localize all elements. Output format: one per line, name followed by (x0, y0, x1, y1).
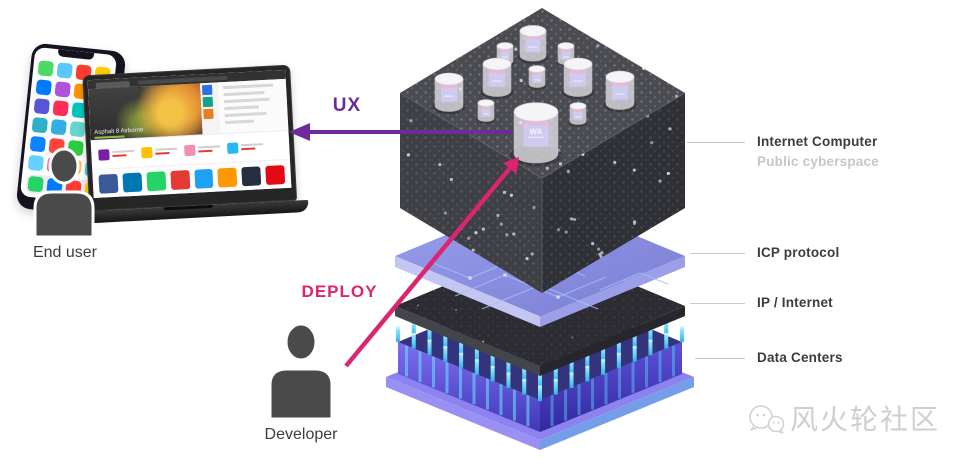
ux-arrow (289, 123, 512, 141)
end-user-label: End user (32, 244, 98, 261)
connector-data-centers (695, 358, 745, 359)
layer-label-internet-computer: Internet Computer (757, 134, 878, 149)
canister (432, 72, 466, 115)
layer-label-ip-internet: IP / Internet (757, 295, 833, 310)
canister-group: WA (432, 25, 637, 167)
canister (480, 57, 514, 100)
canister (476, 99, 496, 124)
end-user-silhouette (33, 147, 95, 239)
canister (561, 57, 595, 100)
canister (568, 102, 588, 127)
layer-sublabel-public-cyberspace: Public cyberspace (757, 154, 879, 169)
canister (603, 70, 637, 113)
watermark-text: 风火轮社区 (790, 404, 941, 435)
connector-internet-computer (687, 142, 745, 143)
connector-ip-internet (690, 303, 745, 304)
deploy-label: DEPLOY (301, 282, 378, 301)
layer-label-icp-protocol: ICP protocol (757, 245, 840, 260)
deploy-arrow (344, 157, 519, 368)
canister (527, 65, 547, 90)
layer-label-data-centers: Data Centers (757, 350, 843, 365)
watermark: 风火轮社区 (744, 400, 940, 440)
wechat-bubbles-icon (749, 405, 785, 434)
ux-label: UX (332, 95, 362, 116)
developer-label: Developer (264, 426, 338, 443)
canister: WA (510, 102, 562, 167)
developer-silhouette (268, 322, 334, 421)
connector-icp-protocol (690, 253, 745, 254)
canister (517, 25, 549, 64)
